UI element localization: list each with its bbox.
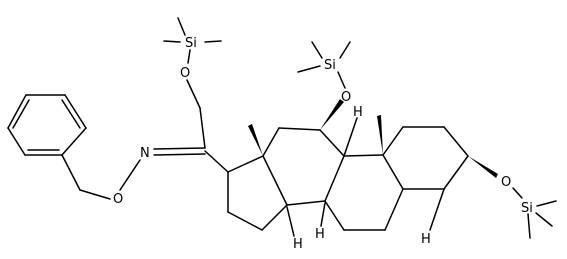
- bond-c20-n-b: [153, 153, 206, 156]
- bond-c8-h: [320, 202, 326, 227]
- bond-ch2-phenyl: [61, 154, 81, 191]
- tms-group-bottom: [527, 200, 557, 239]
- bond-o-si2: [337, 71, 346, 89]
- b-ring: [324, 154, 404, 231]
- bond-c14-h: [286, 206, 295, 237]
- o-atom-c11: O: [341, 90, 351, 105]
- h-atom-c9: H: [353, 105, 363, 120]
- o-atom-top: O: [180, 66, 190, 81]
- h-atom-c8: H: [315, 227, 325, 242]
- d-ring: [204, 150, 288, 231]
- tms-group-middle: [297, 41, 351, 73]
- tms-group-top: [163, 17, 222, 64]
- methyl-c18-wedge: [248, 124, 263, 156]
- h-atom-c14-visible: H: [293, 237, 303, 252]
- o-atom-benzyl: O: [113, 192, 123, 207]
- bond-ch2-c20: [199, 107, 206, 149]
- c-ring: [262, 127, 345, 206]
- bond-c5-h: [429, 188, 445, 231]
- si-atom-top: Si: [185, 36, 197, 51]
- bond-n-o: [119, 159, 141, 191]
- c11-o-wedge: [320, 99, 344, 130]
- h-atom-c5: H: [421, 232, 431, 247]
- n-atom: N: [140, 146, 150, 161]
- phenyl-ring: [7, 94, 87, 156]
- bond-c20-n-a: [153, 147, 206, 150]
- si-atom-middle: Si: [324, 58, 336, 73]
- a-ring: [382, 126, 469, 190]
- si-atom-bottom: Si: [521, 201, 533, 216]
- methyl-c19-wedge: [377, 115, 383, 155]
- o-atom-c3: O: [501, 175, 511, 190]
- bond-o-ch2: [186, 79, 201, 109]
- bond-o-ch2-benzyl: [79, 189, 111, 200]
- c3-o-wedge: [468, 156, 498, 178]
- bond-c9-h: [343, 117, 358, 157]
- bond-o-si3: [512, 187, 523, 199]
